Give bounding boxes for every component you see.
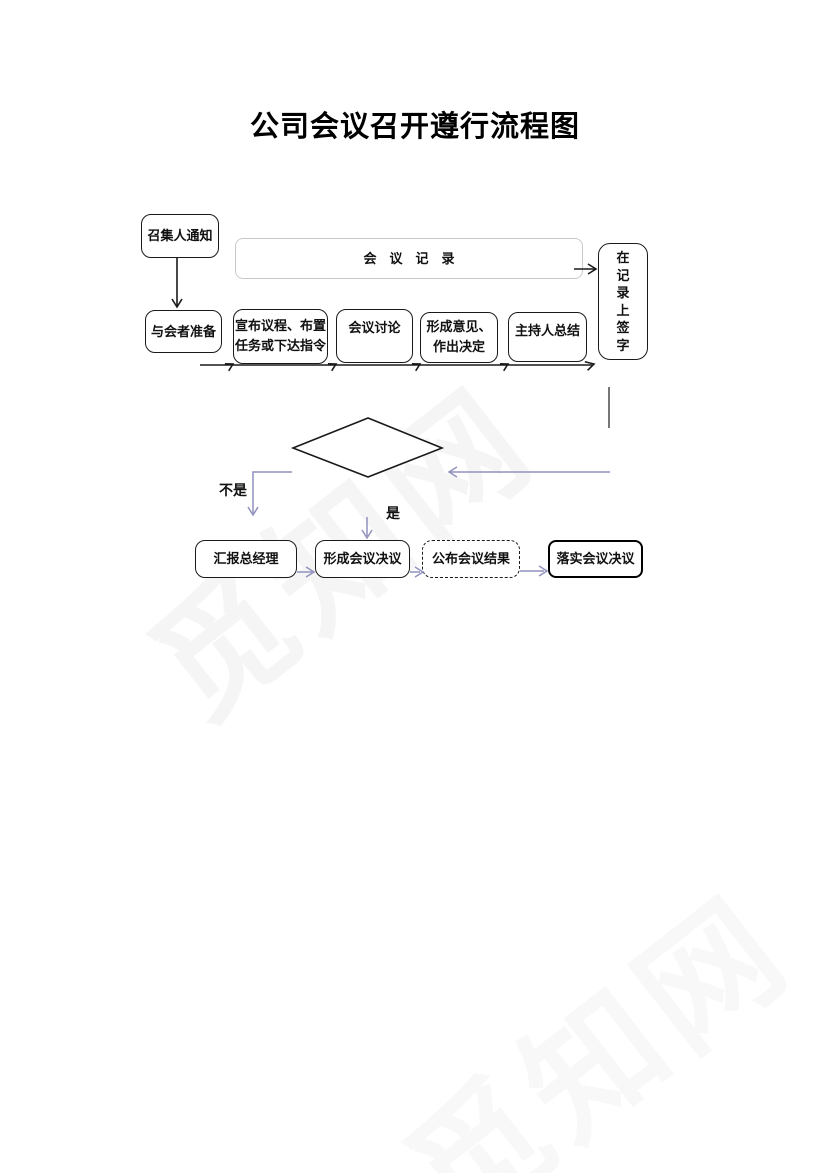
edge-label-yes: 是 xyxy=(386,505,400,521)
node-form-opinions: 形成意见、 作出决定 xyxy=(420,312,498,363)
node-implement-resolution: 落实会议决议 xyxy=(548,540,643,578)
node-announce-agenda-line1: 宣布议程、布置 xyxy=(234,318,326,333)
node-meeting-record: 会议记录 xyxy=(235,238,583,279)
watermark-bottom: 觅知网 xyxy=(381,869,818,1173)
node-announce-agenda-line2: 任务或下达指令 xyxy=(234,338,326,353)
node-form-opinions-line1: 形成意见、 xyxy=(426,319,492,334)
node-form-opinions-label: 形成意见、 作出决定 xyxy=(426,317,491,357)
node-form-resolution-label: 形成会议决议 xyxy=(323,551,402,566)
node-meeting-discussion-label: 会议讨论 xyxy=(348,320,401,335)
node-meeting-record-label: 会议记录 xyxy=(363,250,468,266)
node-convener-notice-label: 召集人通知 xyxy=(147,228,213,243)
node-publish-results: 公布会议结果 xyxy=(422,540,520,578)
node-host-summary: 主持人总结 xyxy=(508,312,587,362)
arrow-notify-to-prepare xyxy=(171,258,183,309)
node-implement-resolution-label: 落实会议决议 xyxy=(556,551,635,566)
node-announce-agenda-label: 宣布议程、布置 任务或下达指令 xyxy=(235,316,326,356)
node-host-summary-label: 主持人总结 xyxy=(514,323,580,338)
node-attendee-preparation-label: 与会者准备 xyxy=(150,323,216,339)
node-meeting-discussion: 会议讨论 xyxy=(336,309,413,363)
page-title: 公司会议召开遵行流程图 xyxy=(249,111,580,143)
node-sign-on-record-label: 在记录上签字 xyxy=(616,250,630,353)
node-sign-on-record: 在记录上签字 xyxy=(598,243,648,360)
node-gm-participation-label: 总经理参与 xyxy=(335,444,401,459)
node-form-resolution: 形成会议决议 xyxy=(315,540,410,578)
node-report-to-gm: 汇报总经理 xyxy=(195,540,297,578)
node-form-opinions-line2: 作出决定 xyxy=(432,339,485,354)
arrow-publish-to-implement xyxy=(520,565,549,577)
node-convener-notice: 召集人通知 xyxy=(141,214,219,258)
node-publish-results-label: 公布会议结果 xyxy=(431,551,510,566)
node-attendee-preparation: 与会者准备 xyxy=(145,310,222,353)
node-report-to-gm-label: 汇报总经理 xyxy=(213,551,279,566)
node-announce-agenda: 宣布议程、布置 任务或下达指令 xyxy=(233,309,328,364)
edge-label-no: 不是 xyxy=(219,482,247,498)
